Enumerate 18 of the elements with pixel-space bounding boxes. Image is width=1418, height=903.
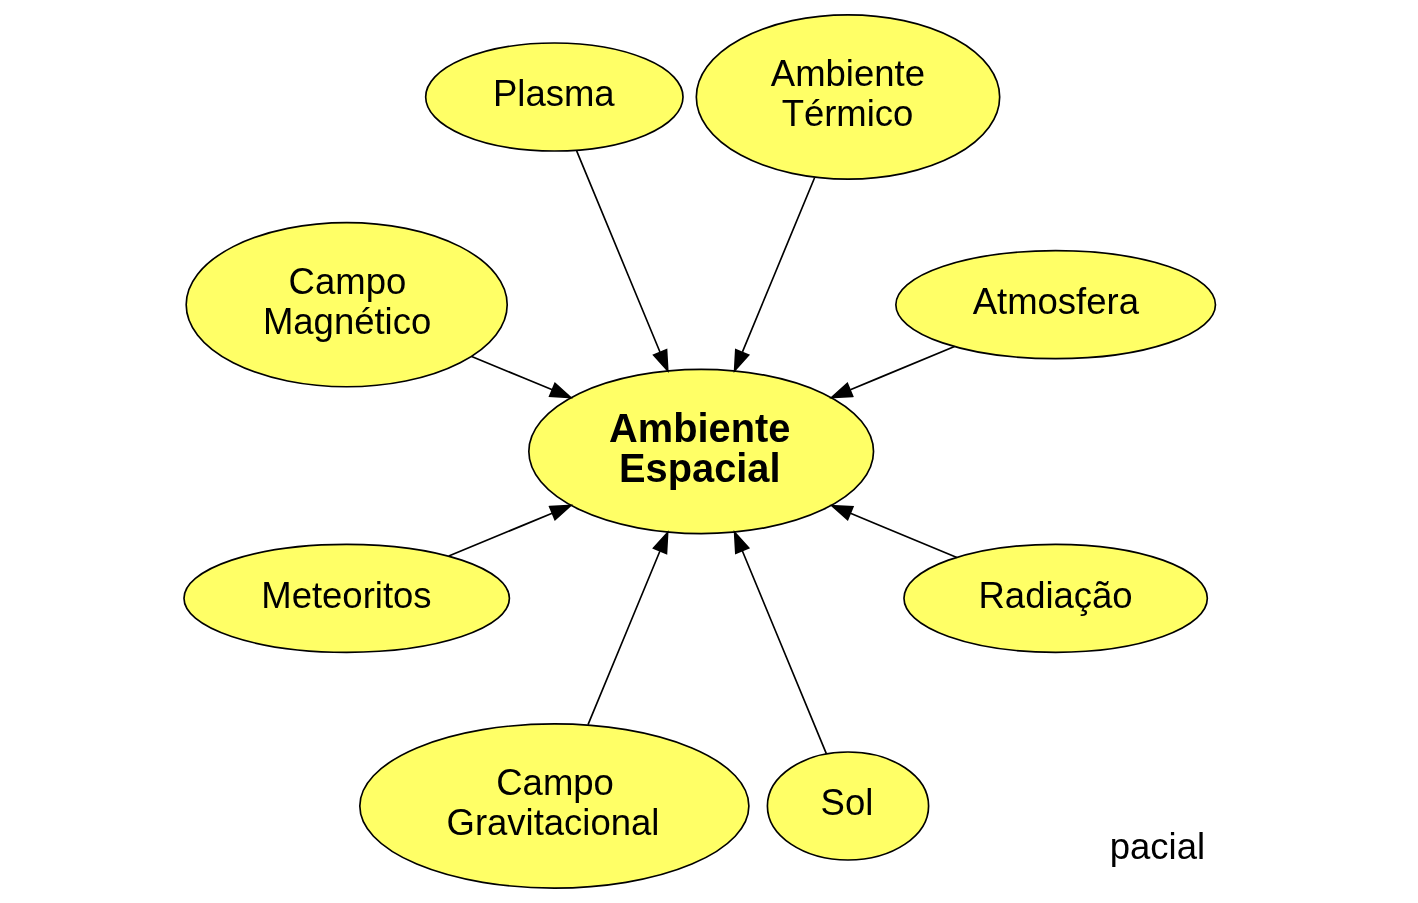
- arrow: [733, 529, 827, 755]
- arrow: [586, 530, 669, 726]
- arrow: [829, 504, 958, 559]
- arrow: [575, 150, 669, 374]
- node-ellipse: Plasma: [424, 42, 684, 152]
- label: pacial: [1109, 825, 1205, 867]
- node-ellipse: Radiação: [902, 543, 1208, 654]
- node-ellipse: Campo Magnético: [184, 221, 508, 388]
- arrow: [733, 176, 816, 374]
- node-ellipse: Sol: [766, 751, 929, 861]
- arrow: [828, 345, 955, 399]
- arrow: [470, 355, 573, 399]
- arrow: [447, 504, 573, 557]
- node-ellipse: Atmosfera: [894, 249, 1216, 360]
- node-ellipse: Campo Gravitacional: [358, 723, 750, 889]
- node-ellipse: Ambiente Térmico: [695, 14, 1000, 180]
- node-ellipse: Ambiente Espacial: [527, 368, 874, 535]
- node-ellipse: Meteoritos: [182, 543, 510, 654]
